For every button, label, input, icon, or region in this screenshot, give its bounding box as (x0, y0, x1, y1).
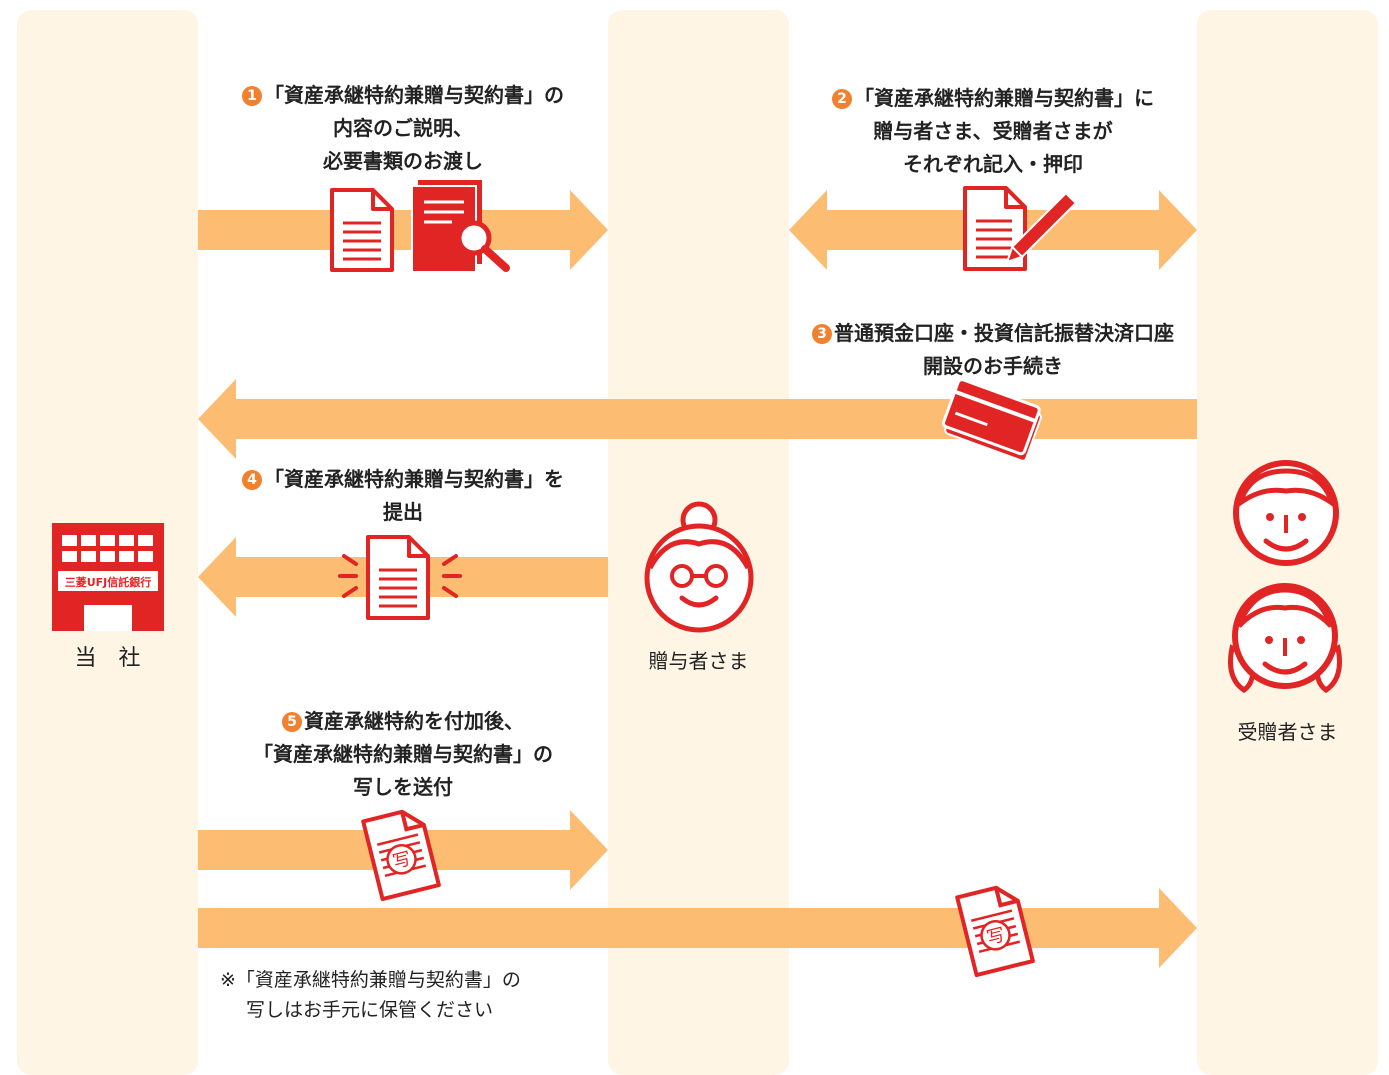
bank-building-icon: 三菱UFJ信託銀行 (52, 523, 164, 631)
step-1-text: 1「資産承継特約兼贈与契約書」の 内容のご説明、 必要書類のお渡し (198, 79, 608, 178)
step-3-badge: 3 (812, 324, 832, 344)
step-5-line-2: 「資産承継特約兼贈与契約書」の (253, 742, 553, 766)
step5-arrow-to-recipient (198, 888, 1197, 968)
step3-arrow (198, 379, 1197, 459)
step-1-badge: 1 (242, 86, 262, 106)
step-4-badge: 4 (242, 470, 262, 490)
note-line-1: ※「資産承継特約兼贈与契約書」の (220, 969, 521, 991)
recipient-label: 受贈者さま (1237, 720, 1338, 744)
document-pen-icon (963, 186, 1078, 271)
step-3-line-1: 普通預金口座・投資信託振替決済口座 (834, 321, 1174, 345)
copy-document-icon: 写 (361, 809, 441, 902)
step-2-badge: 2 (832, 89, 852, 109)
step-4-line-1: 「資産承継特約兼贈与契約書」を (264, 467, 564, 491)
note-line-2: 写しはお手元に保管ください (246, 999, 494, 1021)
donor-label: 贈与者さま (648, 649, 749, 673)
step-5-line-1: 資産承継特約を付加後、 (304, 709, 524, 733)
step-1-line-3: 必要書類のお渡し (323, 149, 483, 173)
document-icon (330, 188, 394, 272)
step-1-line-1: 「資産承継特約兼贈与契約書」の (264, 83, 564, 107)
documents-search-icon (411, 180, 510, 273)
recipient-woman-icon (1228, 583, 1342, 694)
keep-copy-note: ※「資産承継特約兼贈与契約書」の 写しはお手元に保管ください (220, 965, 521, 1025)
copy-stamp-2: 写 (985, 924, 1008, 949)
step-4-text: 4「資産承継特約兼贈与契約書」を 提出 (198, 463, 608, 529)
step-2-line-2: 贈与者さま、受贈者さまが (873, 119, 1113, 143)
copy-document-icon-2: 写 (955, 885, 1035, 978)
step-1-line-2: 内容のご説明、 (333, 116, 473, 140)
step-3-line-2: 開設のお手続き (923, 354, 1063, 378)
company-label: 当 社 (74, 646, 141, 671)
step1-arrow (198, 190, 608, 270)
step-5-line-3: 写しを送付 (353, 775, 453, 799)
bankbook-card-icon (942, 378, 1042, 462)
recipient-man-icon (1233, 460, 1339, 566)
donor-elderly-woman-icon (644, 501, 754, 633)
submit-document-icon (338, 535, 462, 620)
step-2-text: 2「資産承継特約兼贈与契約書」に 贈与者さま、受贈者さまが それぞれ記入・押印 (789, 82, 1197, 181)
step-2-line-1: 「資産承継特約兼贈与契約書」に (854, 86, 1154, 110)
bank-logo-text: 三菱UFJ信託銀行 (65, 575, 152, 589)
step-5-badge: 5 (282, 712, 302, 732)
copy-stamp-1: 写 (391, 848, 414, 873)
step-2-line-3: それぞれ記入・押印 (903, 152, 1083, 176)
step-4-line-2: 提出 (383, 500, 423, 524)
